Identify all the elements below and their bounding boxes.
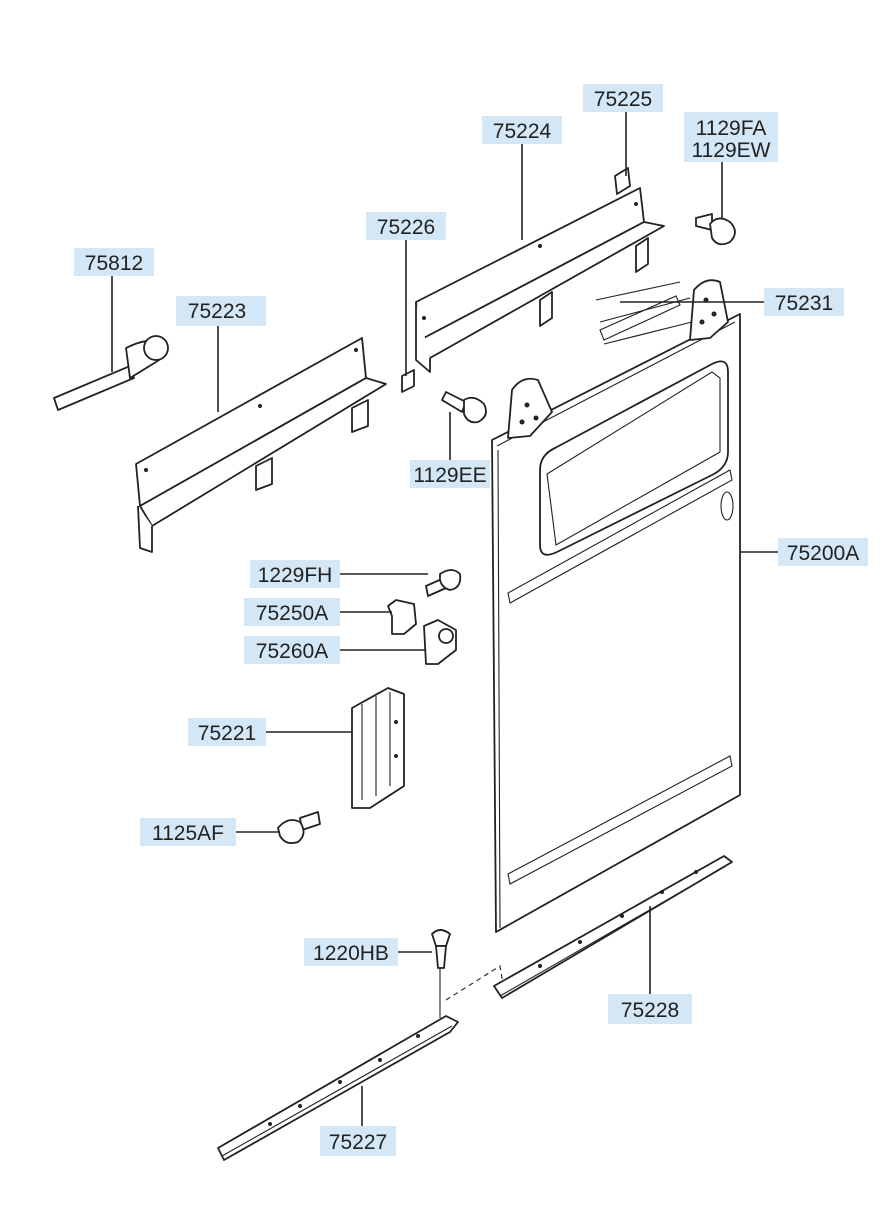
label-1220HB[interactable]: 1220HB (304, 938, 398, 966)
upper-rail-75224 (415, 187, 665, 373)
label-75225[interactable]: 75225 (583, 84, 663, 112)
tab-75225 (614, 167, 631, 195)
bolt-1125AF (277, 811, 321, 845)
bolt-1129FA (695, 213, 736, 246)
label-75200A[interactable]: 75200A (778, 538, 868, 566)
svg-text:75250A: 75250A (256, 602, 328, 625)
label-75228[interactable]: 75228 (608, 994, 692, 1024)
svg-text:1125AF: 1125AF (152, 822, 224, 845)
svg-text:75223: 75223 (188, 300, 246, 323)
bracket-75260A (423, 619, 457, 665)
label-75221[interactable]: 75221 (188, 718, 266, 746)
bolt-1129EE (441, 391, 487, 424)
door-panel-75200A (491, 279, 741, 933)
label-75260A[interactable]: 75260A (244, 636, 340, 664)
leader-lines (111, 112, 778, 1126)
lower-rail-75223 (135, 337, 387, 553)
svg-text:75227: 75227 (329, 1131, 387, 1154)
connector-line (445, 965, 505, 1001)
svg-text:75260A: 75260A (256, 640, 328, 663)
svg-text:75200A: 75200A (787, 542, 859, 565)
bracket-75250A (387, 599, 417, 635)
screw-1229FH (425, 569, 462, 597)
label-1229FH[interactable]: 1229FH (250, 560, 340, 588)
svg-text:1129FA: 1129FA (696, 117, 767, 140)
svg-text:1220HB: 1220HB (313, 942, 389, 965)
strap-75812 (53, 335, 169, 411)
label-75812[interactable]: 75812 (74, 248, 154, 276)
pin-1220HB (431, 929, 451, 1018)
svg-text:1129EE: 1129EE (413, 464, 486, 487)
tab-75226 (401, 369, 415, 393)
label-75224[interactable]: 75224 (482, 116, 562, 144)
label-75226[interactable]: 75226 (366, 212, 446, 240)
bottom-rail-75228 (493, 855, 733, 999)
label-75250A[interactable]: 75250A (244, 598, 340, 626)
bottom-rail-75227 (217, 1015, 459, 1161)
svg-text:75228: 75228 (621, 999, 679, 1022)
label-75223[interactable]: 75223 (176, 296, 266, 326)
guide-75221 (351, 687, 405, 809)
svg-text:75221: 75221 (198, 722, 256, 745)
svg-text:75224: 75224 (493, 120, 552, 143)
label-75227[interactable]: 75227 (320, 1126, 396, 1156)
svg-text:1229FH: 1229FH (258, 564, 333, 587)
label-1129EE[interactable]: 1129EE (410, 460, 490, 488)
label-75231[interactable]: 75231 (764, 288, 844, 316)
part-75231 (595, 281, 693, 345)
label-1125AF[interactable]: 1125AF (140, 818, 236, 846)
svg-text:75226: 75226 (377, 216, 435, 239)
svg-text:1129EW: 1129EW (692, 139, 771, 162)
label-1129FA-1129EW[interactable]: 1129FA 1129EW (684, 112, 778, 162)
svg-text:75225: 75225 (594, 88, 652, 111)
svg-text:75231: 75231 (775, 292, 833, 315)
svg-text:75812: 75812 (85, 252, 143, 275)
